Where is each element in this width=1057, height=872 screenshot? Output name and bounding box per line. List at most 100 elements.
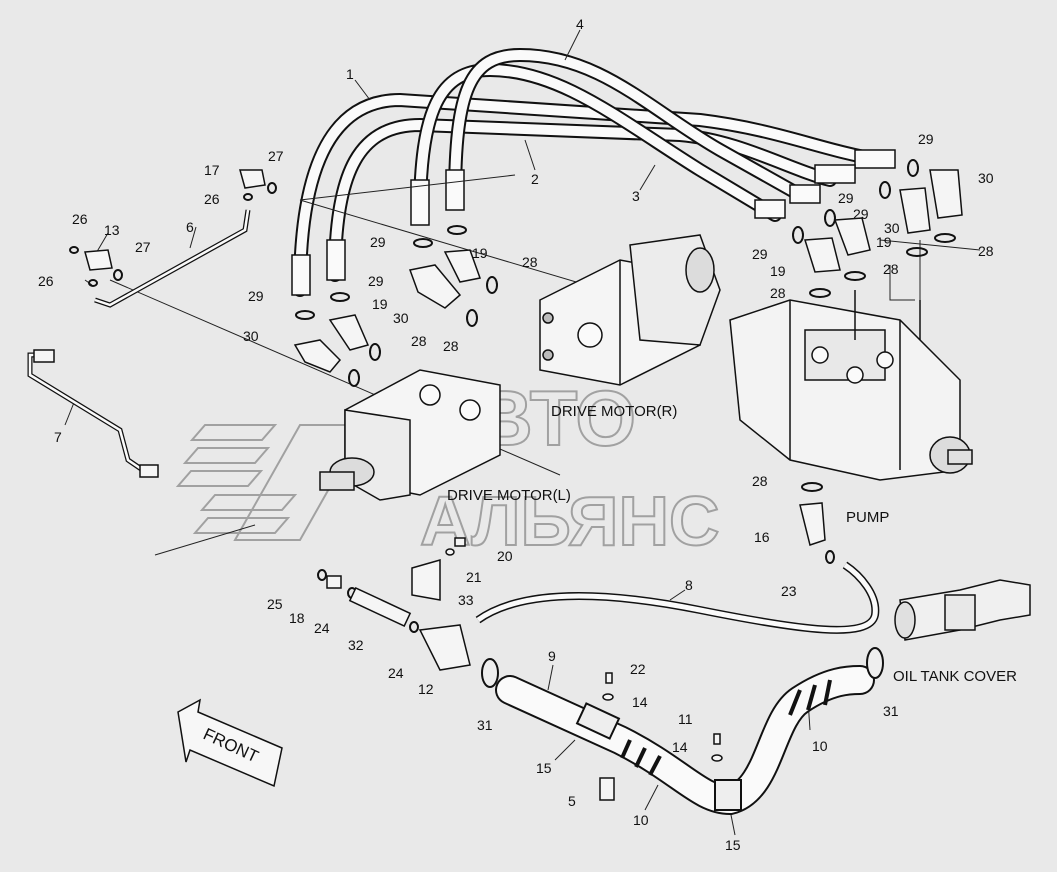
callout-7: 7	[54, 429, 62, 445]
fitting-30-left	[293, 339, 342, 373]
callout-23: 23	[781, 583, 797, 599]
callout-21: 21	[466, 569, 482, 585]
fitting-13	[84, 249, 113, 271]
callout-12: 12	[418, 681, 434, 697]
callout-28a: 28	[411, 333, 427, 349]
drive-motor-r-label: DRIVE MOTOR(R)	[551, 403, 677, 420]
callout-9: 9	[548, 648, 556, 664]
fitting-19-mid	[443, 249, 481, 283]
hose-1	[293, 92, 887, 297]
clamp-15-right	[714, 779, 742, 811]
callout-30b: 30	[884, 220, 900, 236]
callout-26b: 26	[204, 191, 220, 207]
callout-25: 25	[267, 596, 283, 612]
pump	[729, 290, 973, 481]
bolt-20	[454, 537, 466, 547]
callout-28b: 28	[443, 338, 459, 354]
hose-stripes	[620, 679, 832, 776]
callout-3: 3	[632, 188, 640, 204]
fitting-30-mid	[408, 264, 462, 309]
clamp-15-left	[575, 702, 621, 740]
callout-18: 18	[289, 610, 305, 626]
oil-tank-cover-label: OIL TANK COVER	[893, 668, 1017, 685]
callout-6: 6	[186, 219, 194, 235]
hose-2	[328, 117, 837, 282]
callout-8: 8	[685, 577, 693, 593]
pump-label: PUMP	[846, 509, 889, 526]
callout-1: 1	[346, 66, 354, 82]
hose-8	[475, 561, 880, 634]
callout-26a: 26	[72, 211, 88, 227]
fitting-30-right1	[899, 187, 931, 234]
front-arrow: FRONT	[177, 698, 283, 788]
callout-32: 32	[348, 637, 364, 653]
callout-19c: 19	[876, 234, 892, 250]
callout-27a: 27	[268, 148, 284, 164]
callout-28f: 28	[978, 243, 994, 259]
clamp-31-right	[866, 647, 884, 679]
tube-nut-7b	[139, 464, 159, 478]
hose-end-fittings	[291, 149, 896, 296]
callout-31a: 31	[477, 717, 493, 733]
callout-10b: 10	[812, 738, 828, 754]
oil-tank-cover	[894, 579, 1031, 641]
callout-29g: 29	[370, 234, 386, 250]
callout-15a: 15	[536, 760, 552, 776]
watermark-line2: АЛЬЯНС	[420, 482, 720, 560]
fitting-19-right2	[804, 237, 841, 273]
callout-30c: 30	[393, 310, 409, 326]
callout-31b: 31	[883, 703, 899, 719]
callout-28g: 28	[752, 473, 768, 489]
fitting-16	[799, 502, 826, 546]
leader-lines	[64, 29, 981, 836]
watermark-logo-stripes	[175, 424, 367, 541]
callout-29b: 29	[838, 190, 854, 206]
fittings	[84, 169, 963, 671]
callout-14b: 14	[672, 739, 688, 755]
callout-24a: 24	[314, 620, 330, 636]
fitting-19-right1	[833, 217, 871, 256]
callout-29a: 29	[918, 131, 934, 147]
callout-28e: 28	[770, 285, 786, 301]
callout-10a: 10	[633, 812, 649, 828]
o-rings	[69, 159, 956, 633]
hose-3	[413, 62, 782, 222]
callout-33: 33	[458, 592, 474, 608]
bolt-11	[713, 733, 721, 745]
fitting-30-right2	[929, 169, 963, 219]
callout-4: 4	[576, 16, 584, 32]
callout-28d: 28	[883, 261, 899, 277]
pipe-32	[348, 586, 412, 628]
tube-nut-7	[33, 349, 55, 363]
callout-30a: 30	[978, 170, 994, 186]
callout-19d: 19	[770, 263, 786, 279]
spacer-5	[599, 777, 615, 801]
washer-14a	[602, 693, 614, 701]
washer-14b	[711, 754, 723, 762]
callout-27b: 27	[135, 239, 151, 255]
callout-19a: 19	[372, 296, 388, 312]
drive-motor-l-label: DRIVE MOTOR(L)	[447, 487, 571, 504]
hoses-upper	[291, 47, 896, 297]
clamps	[481, 647, 884, 811]
callout-16: 16	[754, 529, 770, 545]
fitting-17	[239, 169, 266, 189]
callout-29d: 29	[752, 246, 768, 262]
callout-24b: 24	[388, 665, 404, 681]
callout-5: 5	[568, 793, 576, 809]
callout-2: 2	[531, 171, 539, 187]
bolt-22	[605, 672, 613, 684]
callout-17: 17	[204, 162, 220, 178]
small-parts	[33, 349, 723, 801]
clamp-31-left	[481, 658, 499, 688]
callout-22: 22	[630, 661, 646, 677]
drive-motor-l	[319, 369, 501, 501]
callout-13: 13	[104, 222, 120, 238]
callout-numbers: 1 2 3 4 5 6 7 8 9 10 10 11 12 13 14 14 1…	[38, 16, 994, 853]
callout-28c: 28	[522, 254, 538, 270]
callout-26c: 26	[38, 273, 54, 289]
washer-21	[445, 548, 455, 556]
drive-motor-r	[539, 234, 721, 386]
